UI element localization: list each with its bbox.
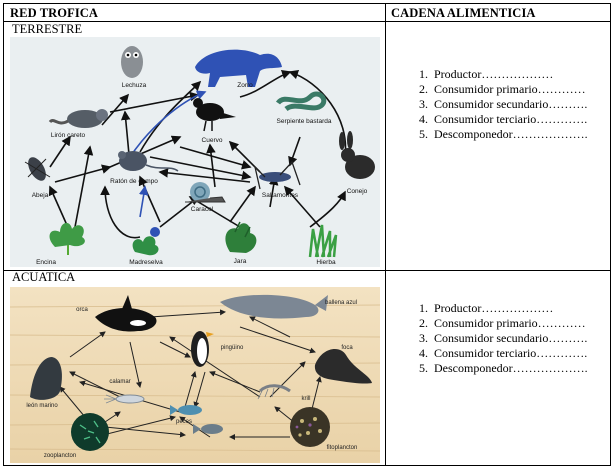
label-lechuza: Lechuza <box>122 82 147 89</box>
label-abeja: Abeja <box>32 192 49 199</box>
snail-icon <box>185 182 226 203</box>
column-divider <box>385 4 386 465</box>
terrestre-list-item: 3.Consumidor secundario………. <box>419 97 588 111</box>
krill-icon <box>257 384 291 400</box>
label-caracol: Caracol <box>191 206 214 213</box>
owl-icon <box>121 46 143 78</box>
acuatica-list-item: 1.Productor……………… <box>419 301 554 315</box>
acuatica-list-item: 5.Descomponedor………………. <box>419 361 588 375</box>
label-fitoplancton: fitoplancton <box>327 445 358 451</box>
header-red-trofica: RED TROFICA <box>10 6 99 20</box>
dormouse-icon <box>48 109 108 128</box>
label-conejo: Conejo <box>347 188 368 195</box>
label-pinguino: pingüino <box>221 345 244 351</box>
label-orca: orca <box>76 307 88 313</box>
acuatica-chain-list: 1.Productor……………… 2.Consumidor primario…… <box>406 301 588 376</box>
terrestre-list-item: 4.Consumidor terciario…………. <box>419 112 588 126</box>
grasshopper-icon <box>253 160 301 190</box>
label-serpiente: Serpiente bastarda <box>277 118 332 125</box>
label-encina: Encina <box>36 259 56 266</box>
bee-icon <box>24 157 51 181</box>
header-divider <box>4 21 610 22</box>
field-mouse-icon <box>118 151 179 172</box>
terrestre-list-item: 2.Consumidor primario………… <box>419 82 586 96</box>
terrestre-list-item: 5.Descomponedor………………. <box>419 127 588 141</box>
label-cuervo: Cuervo <box>202 137 223 144</box>
label-zooplancton: zooplancton <box>44 453 76 459</box>
orca-icon <box>95 295 157 332</box>
acuatica-list-item: 4.Consumidor terciario…………. <box>419 346 588 360</box>
header-cadena-alimenticia: CADENA ALIMENTICIA <box>391 6 536 20</box>
acuatica-list-item: 2.Consumidor primario………… <box>419 316 586 330</box>
crow-icon <box>193 98 236 132</box>
snake-icon <box>275 91 327 112</box>
seal-icon <box>314 349 372 384</box>
squid-icon <box>104 394 145 404</box>
honeysuckle-plant-icon <box>132 227 160 256</box>
label-jara: Jara <box>234 258 247 265</box>
label-calamar: calamar <box>109 379 130 385</box>
terrestrial-food-web-diagram: Lechuza Zorro Lirón careto Cuervo Serpie… <box>10 37 380 267</box>
phytoplankton-icon <box>290 407 330 447</box>
fish-icon <box>170 405 223 434</box>
sea-lion-icon <box>30 357 62 400</box>
label-zorro: Zorro <box>237 82 253 89</box>
label-hierba: Hierba <box>316 259 336 266</box>
row-divider <box>4 270 610 271</box>
blue-whale-icon <box>220 294 328 319</box>
fox-icon <box>195 49 282 87</box>
label-liron: Lirón careto <box>51 132 86 139</box>
label-leon: león marino <box>26 403 58 409</box>
food-web-table: RED TROFICA CADENA ALIMENTICIA TERRESTRE… <box>3 3 611 466</box>
rockrose-plant-icon <box>225 221 257 253</box>
label-raton: Ratón de campo <box>110 178 158 185</box>
label-madreselva: Madreselva <box>129 259 163 266</box>
label-krill: krill <box>302 396 311 402</box>
terrestre-list-item: 1.Productor……………… <box>419 67 554 81</box>
section-title-terrestre: TERRESTRE <box>12 22 83 36</box>
grass-plant-icon <box>308 224 338 258</box>
rabbit-icon <box>339 131 375 179</box>
label-foca: foca <box>341 345 353 351</box>
oak-plant-icon <box>49 222 85 255</box>
section-title-acuatica: ACUATICA <box>12 270 76 284</box>
terrestre-chain-list: 1.Productor……………… 2.Consumidor primario…… <box>406 67 588 142</box>
acuatica-list-item: 3.Consumidor secundario………. <box>419 331 588 345</box>
aquatic-food-web-diagram: orca ballena azul pingüino foca calamar … <box>10 287 380 463</box>
label-saltamontes: Saltamontes <box>262 192 299 199</box>
label-ballena: ballena azul <box>325 300 357 306</box>
zooplankton-icon <box>71 413 109 451</box>
penguin-icon <box>191 331 214 367</box>
label-peces: peces <box>176 419 192 425</box>
